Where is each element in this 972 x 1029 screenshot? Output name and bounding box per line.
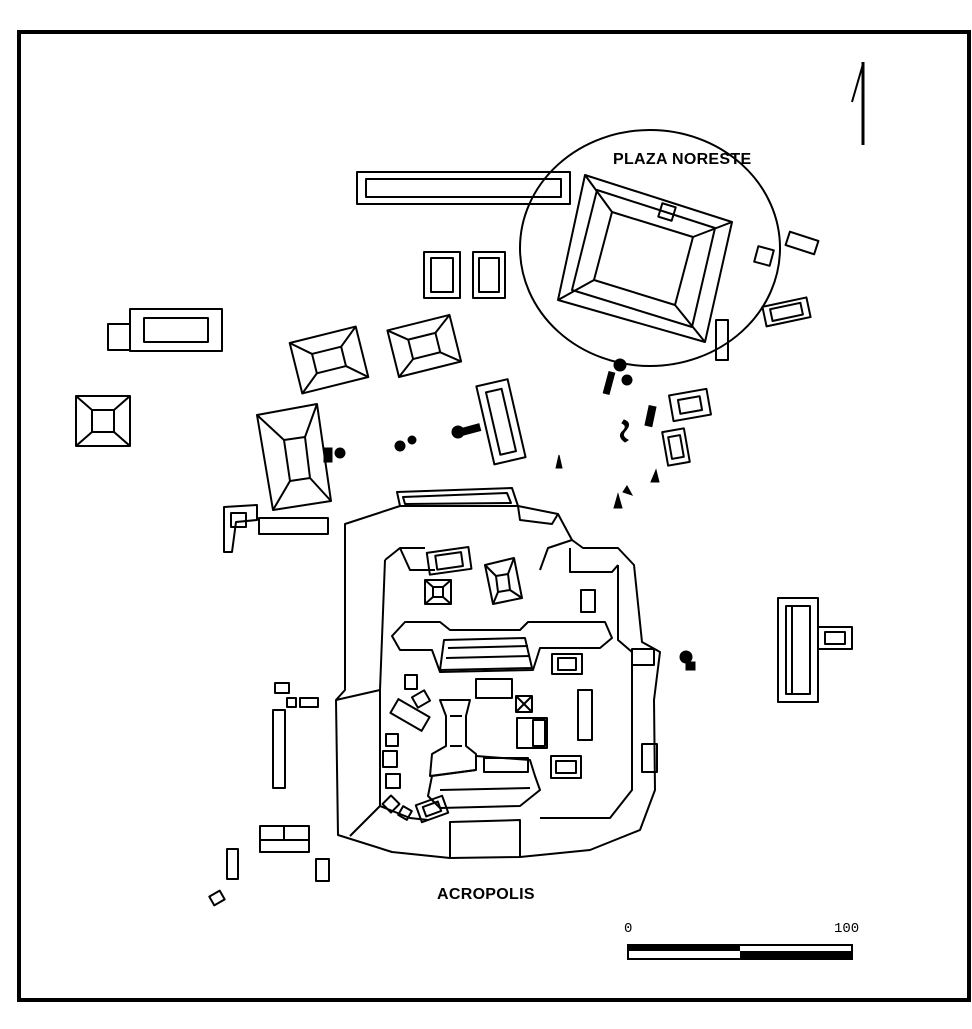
mound-center-east xyxy=(386,313,463,378)
plaza-noreste-boundary xyxy=(519,129,781,367)
east-temple xyxy=(777,597,853,703)
west-acropolis-features xyxy=(223,504,329,553)
scale-bar-solid-segment xyxy=(628,945,740,951)
mound-west xyxy=(75,395,131,447)
scale-label-min: 0 xyxy=(624,921,633,937)
plaza-noreste-label: PLAZA NORESTE xyxy=(613,151,752,168)
plaza-quadrangle xyxy=(557,174,733,343)
large-west-pyramid xyxy=(256,403,332,511)
map-frame xyxy=(17,30,971,1002)
ballcourt-structure xyxy=(475,378,527,466)
scale-label-max: 100 xyxy=(834,921,860,937)
acropolis-label: ACROPOLIS xyxy=(437,886,535,903)
north-arrow-icon xyxy=(851,62,865,145)
southwest-features xyxy=(208,682,330,907)
scale-bar xyxy=(627,944,853,960)
east-small-structures xyxy=(661,387,712,467)
twin-mounds xyxy=(423,251,506,299)
mound-center-west xyxy=(288,325,370,395)
acropolis-complex xyxy=(335,487,661,859)
west-platform xyxy=(107,308,223,352)
monuments xyxy=(323,358,696,671)
scale-bar-solid-segment-2 xyxy=(740,951,852,959)
long-north-platform xyxy=(356,171,571,205)
plaza-east-structures xyxy=(715,230,820,361)
